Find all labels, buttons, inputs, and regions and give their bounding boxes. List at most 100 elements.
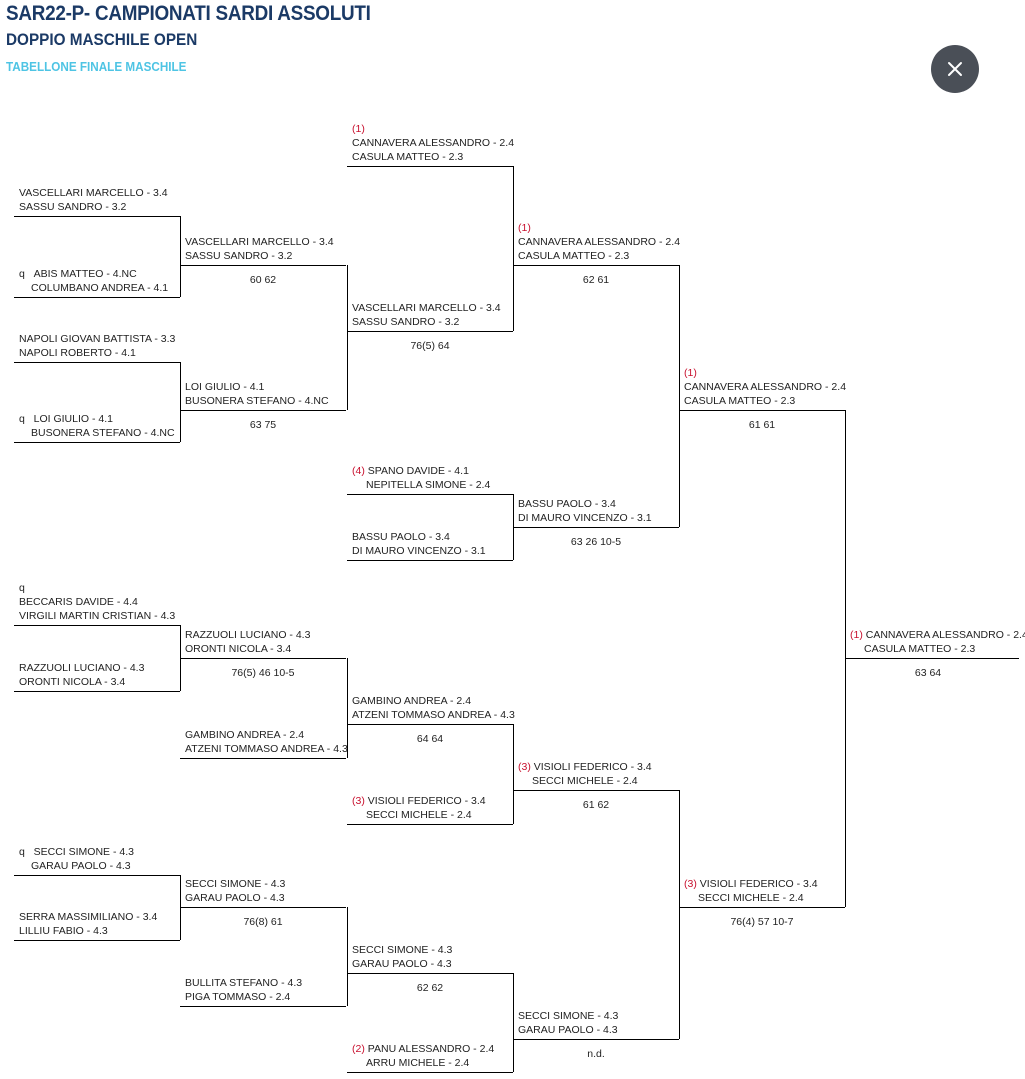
match-score: 76(4) 57 10-7 xyxy=(730,916,794,928)
match-score: n.d. xyxy=(587,1048,605,1060)
player-1-name: PANU ALESSANDRO - 2.4 xyxy=(367,1043,495,1055)
entry-line xyxy=(347,560,513,561)
entry-line xyxy=(347,824,513,825)
player-1-name: SERRA MASSIMILIANO - 3.4 xyxy=(19,911,158,923)
entry-line xyxy=(14,875,180,876)
entry-line xyxy=(14,625,180,626)
bracket-connector xyxy=(679,790,680,1039)
entry-line xyxy=(180,265,346,266)
entry-line xyxy=(679,410,845,411)
bracket-connector xyxy=(513,166,514,331)
player-2-name: COLUMBANO ANDREA - 4.1 xyxy=(31,282,169,294)
player-1-name: SPANO DAVIDE - 4.1 xyxy=(367,465,469,477)
player-1-name: RAZZUOLI LUCIANO - 4.3 xyxy=(185,629,311,641)
entry-line xyxy=(14,691,180,692)
player-1-name: NAPOLI GIOVAN BATTISTA - 3.3 xyxy=(19,333,176,345)
event-subtitle: DOPPIO MASCHILE OPEN xyxy=(6,30,198,49)
entry-line xyxy=(845,658,1019,659)
bracket-connector xyxy=(180,216,181,297)
player-1-name: RAZZUOLI LUCIANO - 4.3 xyxy=(19,662,145,674)
player-2-name: ORONTI NICOLA - 3.4 xyxy=(19,676,126,688)
qualifier-marker: q xyxy=(19,413,25,425)
entry-first-row: (3) VISIOLI FEDERICO - 3.4 xyxy=(684,877,818,891)
entry-first-row: q ABIS MATTEO - 4.NC xyxy=(19,267,168,281)
seed-number: (1) xyxy=(518,222,531,234)
match-score: 61 62 xyxy=(582,799,610,811)
player-2-name: VIRGILI MARTIN CRISTIAN - 4.3 xyxy=(19,610,176,622)
player-2-name: SECCI MICHELE - 2.4 xyxy=(532,775,638,787)
player-2-name: NAPOLI ROBERTO - 4.1 xyxy=(19,347,136,359)
qualifier-marker: q xyxy=(19,846,25,858)
match-score: 60 62 xyxy=(249,274,277,286)
entry-line xyxy=(14,216,180,217)
entry-first-row: q LOI GIULIO - 4.1 xyxy=(19,412,175,426)
player-1-name: CANNAVERA ALESSANDRO - 2.4 xyxy=(352,137,515,149)
player-1-name: LOI GIULIO - 4.1 xyxy=(33,413,113,425)
match-score: 62 62 xyxy=(416,982,444,994)
entry-line xyxy=(14,362,180,363)
entry-line xyxy=(513,1039,679,1040)
entry-first-row: q SECCI SIMONE - 4.3 xyxy=(19,845,134,859)
seed-number: (2) xyxy=(352,1043,365,1055)
entry-first-row: (3) VISIOLI FEDERICO - 3.4 xyxy=(352,794,486,808)
entry-line xyxy=(14,442,180,443)
player-1-name: VISIOLI FEDERICO - 3.4 xyxy=(367,795,486,807)
match-score: 61 61 xyxy=(748,419,776,431)
close-button[interactable] xyxy=(931,45,979,93)
bracket-connector xyxy=(513,724,514,824)
entry-line xyxy=(14,297,180,298)
player-2-name: CASULA MATTEO - 2.3 xyxy=(518,250,630,262)
player-2-name: NEPITELLA SIMONE - 2.4 xyxy=(366,479,491,491)
match-score: 76(5) 46 10-5 xyxy=(231,667,295,679)
seed-number: (4) xyxy=(352,465,365,477)
entry-line xyxy=(347,973,513,974)
entry-first-row: (2) PANU ALESSANDRO - 2.4 xyxy=(352,1042,494,1056)
bracket-connector xyxy=(347,907,348,1006)
seed-number: (3) xyxy=(518,761,531,773)
qualifier-marker: q xyxy=(19,268,25,280)
entry-line xyxy=(14,940,180,941)
seed-number: (3) xyxy=(352,795,365,807)
player-2-name: BUSONERA STEFANO - 4.NC xyxy=(185,395,329,407)
player-2-name: DI MAURO VINCENZO - 3.1 xyxy=(352,545,486,557)
player-1-name: ABIS MATTEO - 4.NC xyxy=(33,268,137,280)
draw-section-title: TABELLONE FINALE MASCHILE xyxy=(6,59,187,74)
player-2-name: CASULA MATTEO - 2.3 xyxy=(864,643,976,655)
page-title: SAR22-P- CAMPIONATI SARDI ASSOLUTI xyxy=(6,2,371,25)
player-2-name: LILLIU FABIO - 4.3 xyxy=(19,925,108,937)
player-1-name: SECCI SIMONE - 4.3 xyxy=(33,846,134,858)
player-2-name: GARAU PAOLO - 4.3 xyxy=(31,860,131,872)
entry-line xyxy=(347,331,513,332)
match-score: 63 64 xyxy=(914,667,942,679)
entry-line xyxy=(347,494,513,495)
